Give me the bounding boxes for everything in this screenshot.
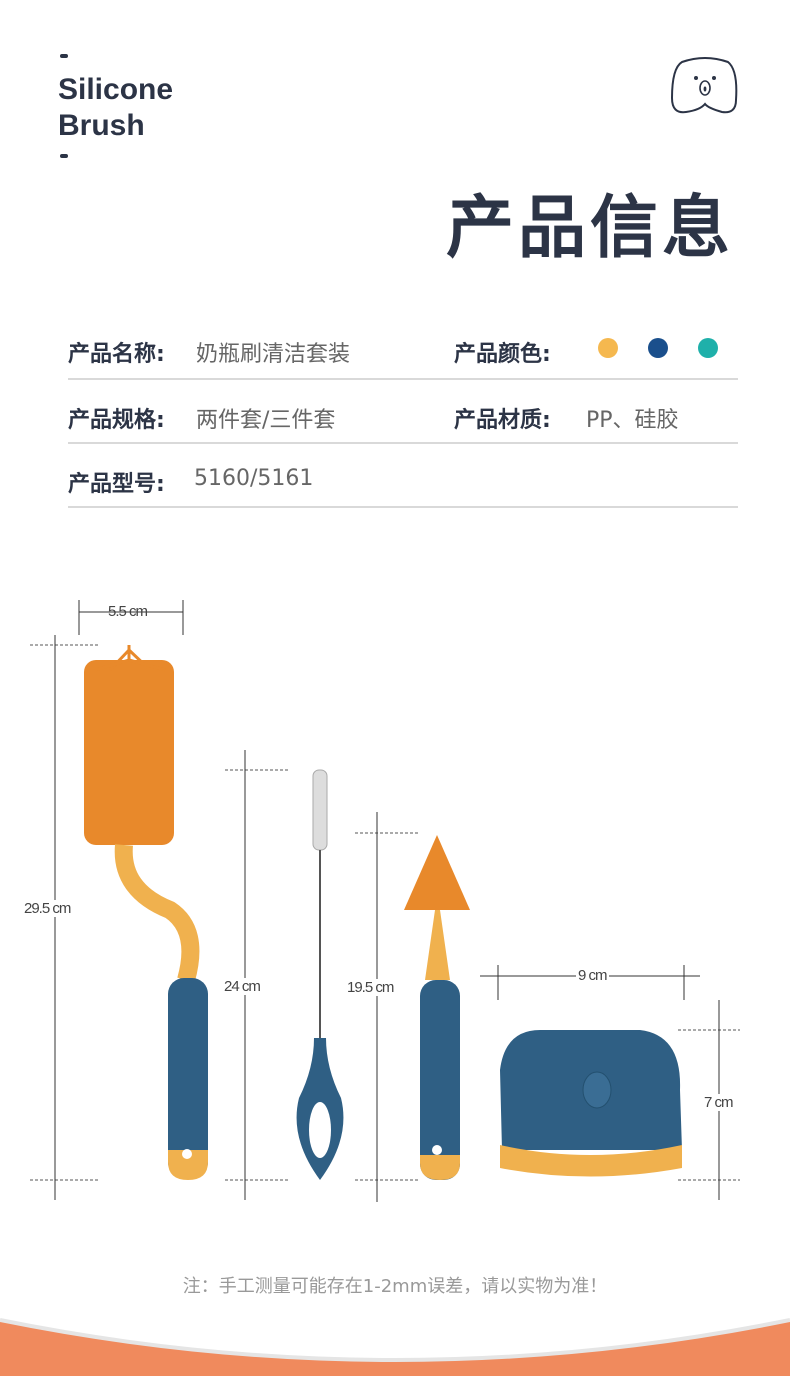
brush-holder — [500, 1030, 682, 1177]
page-title: 产品信息 — [445, 189, 734, 268]
color-swatch-blue — [648, 338, 668, 358]
spec-label: 产品规格: — [68, 408, 165, 433]
color-swatch-yellow — [598, 338, 618, 358]
bear-logo-icon — [670, 57, 738, 114]
name-value: 奶瓶刷清洁套装 — [196, 342, 351, 367]
info-row-2: 产品规格: 两件套/三件套 产品材质: PP、硅胶 — [68, 380, 738, 444]
decor-dash — [60, 154, 68, 158]
dimension-holder-width: 9 cm — [576, 967, 609, 984]
dimension-nipple-height: 19.5 cm — [347, 979, 394, 996]
dimension-holder-height: 7 cm — [704, 1094, 733, 1111]
spec-value: 两件套/三件套 — [196, 408, 336, 433]
dimension-straw-height: 24 cm — [224, 978, 261, 995]
color-swatch-teal — [698, 338, 718, 358]
info-row-3: 产品型号: 5160/5161 — [68, 444, 738, 508]
footer-wave — [0, 1318, 790, 1376]
brand-line1: Silicone — [58, 73, 174, 106]
decor-dash — [60, 54, 68, 58]
model-value: 5160/5161 — [194, 466, 314, 491]
dimension-big-width: 5.5 cm — [108, 603, 148, 620]
brand-line2: Brush — [58, 109, 145, 142]
product-illustration — [30, 600, 740, 1202]
material-value: PP、硅胶 — [586, 408, 679, 433]
large-bottle-brush — [84, 645, 208, 1180]
info-row-1: 产品名称: 奶瓶刷清洁套装 产品颜色: — [68, 316, 738, 380]
model-label: 产品型号: — [68, 472, 165, 497]
nipple-brush — [404, 835, 470, 1180]
name-label: 产品名称: — [68, 342, 165, 367]
color-label: 产品颜色: — [454, 342, 551, 367]
dimension-big-height: 29.5 cm — [24, 900, 71, 917]
straw-brush — [296, 769, 344, 1180]
material-label: 产品材质: — [454, 408, 551, 433]
measurement-note: 注：手工测量可能存在1-2mm误差，请以实物为准！ — [182, 1276, 608, 1297]
